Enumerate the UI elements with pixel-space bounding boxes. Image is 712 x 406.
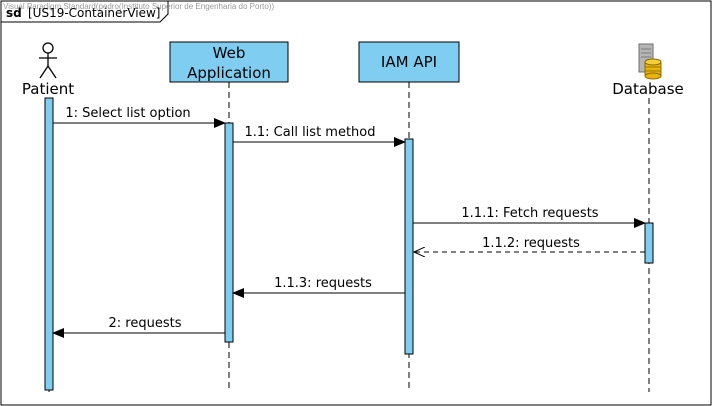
database-icon: [638, 43, 662, 80]
database-activation-bar: [644, 222, 654, 264]
message-call-list-method[interactable]: 1.1: Call list method: [233, 125, 406, 147]
message-label: 1: Select list option: [65, 106, 190, 121]
frame-title: [US19-ContainerView]: [28, 6, 160, 20]
database-participant[interactable]: Database: [612, 43, 684, 98]
web-application-participant[interactable]: Web Application: [169, 41, 289, 83]
message-label: 1.1: Call list method: [244, 125, 375, 140]
patient-activation-bar: [44, 97, 54, 391]
patient-label: Patient: [22, 80, 74, 98]
actor-icon: [39, 42, 57, 79]
message-label: 2: requests: [109, 316, 182, 331]
patient-actor[interactable]: Patient: [22, 42, 74, 98]
message-requests-to-patient[interactable]: 2: requests: [52, 316, 225, 338]
message-label: 1.1.3: requests: [274, 276, 372, 291]
iam-api-participant[interactable]: IAM API: [358, 41, 460, 83]
message-label: 1.1.2: requests: [482, 236, 580, 251]
web-application-label-line1: Web: [213, 44, 246, 62]
watermark-text: Visual Paradigm Standard(pedro(Instituto…: [3, 2, 274, 11]
web-app-activation-bar: [224, 122, 234, 343]
iam-api-activation-bar: [404, 138, 414, 355]
message-select-list-option[interactable]: 1: Select list option: [53, 106, 226, 128]
web-application-box: [169, 41, 289, 83]
iam-api-box: [358, 41, 460, 83]
iam-api-label: IAM API: [381, 53, 437, 71]
frame-tab: [1, 1, 169, 23]
message-requests-to-web-app[interactable]: 1.1.3: requests: [232, 276, 405, 298]
message-return-requests-db[interactable]: 1.1.2: requests: [414, 236, 645, 252]
web-application-label-line2: Application: [187, 64, 271, 82]
message-label: 1.1.1: Fetch requests: [461, 206, 598, 221]
frame-keyword: sd: [6, 6, 22, 20]
message-fetch-requests[interactable]: 1.1.1: Fetch requests: [413, 206, 646, 228]
database-label: Database: [612, 80, 684, 98]
